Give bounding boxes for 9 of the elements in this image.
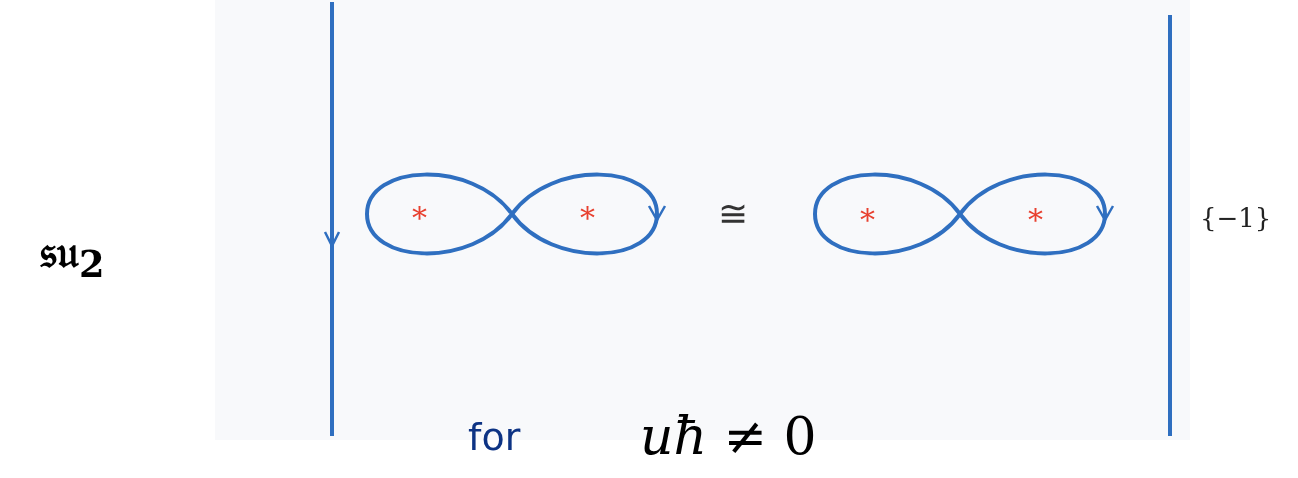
puncture-mark: * [860,205,875,235]
puncture-mark: * [1028,205,1043,235]
puncture-mark: * [580,203,595,233]
algebra-label: 𝔰𝔲$_{2}$ [40,230,105,284]
puncture-mark: * [412,203,427,233]
grading-shift-label: {−1} [1200,205,1272,231]
isomorphism-symbol: ≅ [718,196,748,232]
condition-formula: uħ ≠ 0 [640,410,817,462]
condition-word: for [468,418,521,456]
